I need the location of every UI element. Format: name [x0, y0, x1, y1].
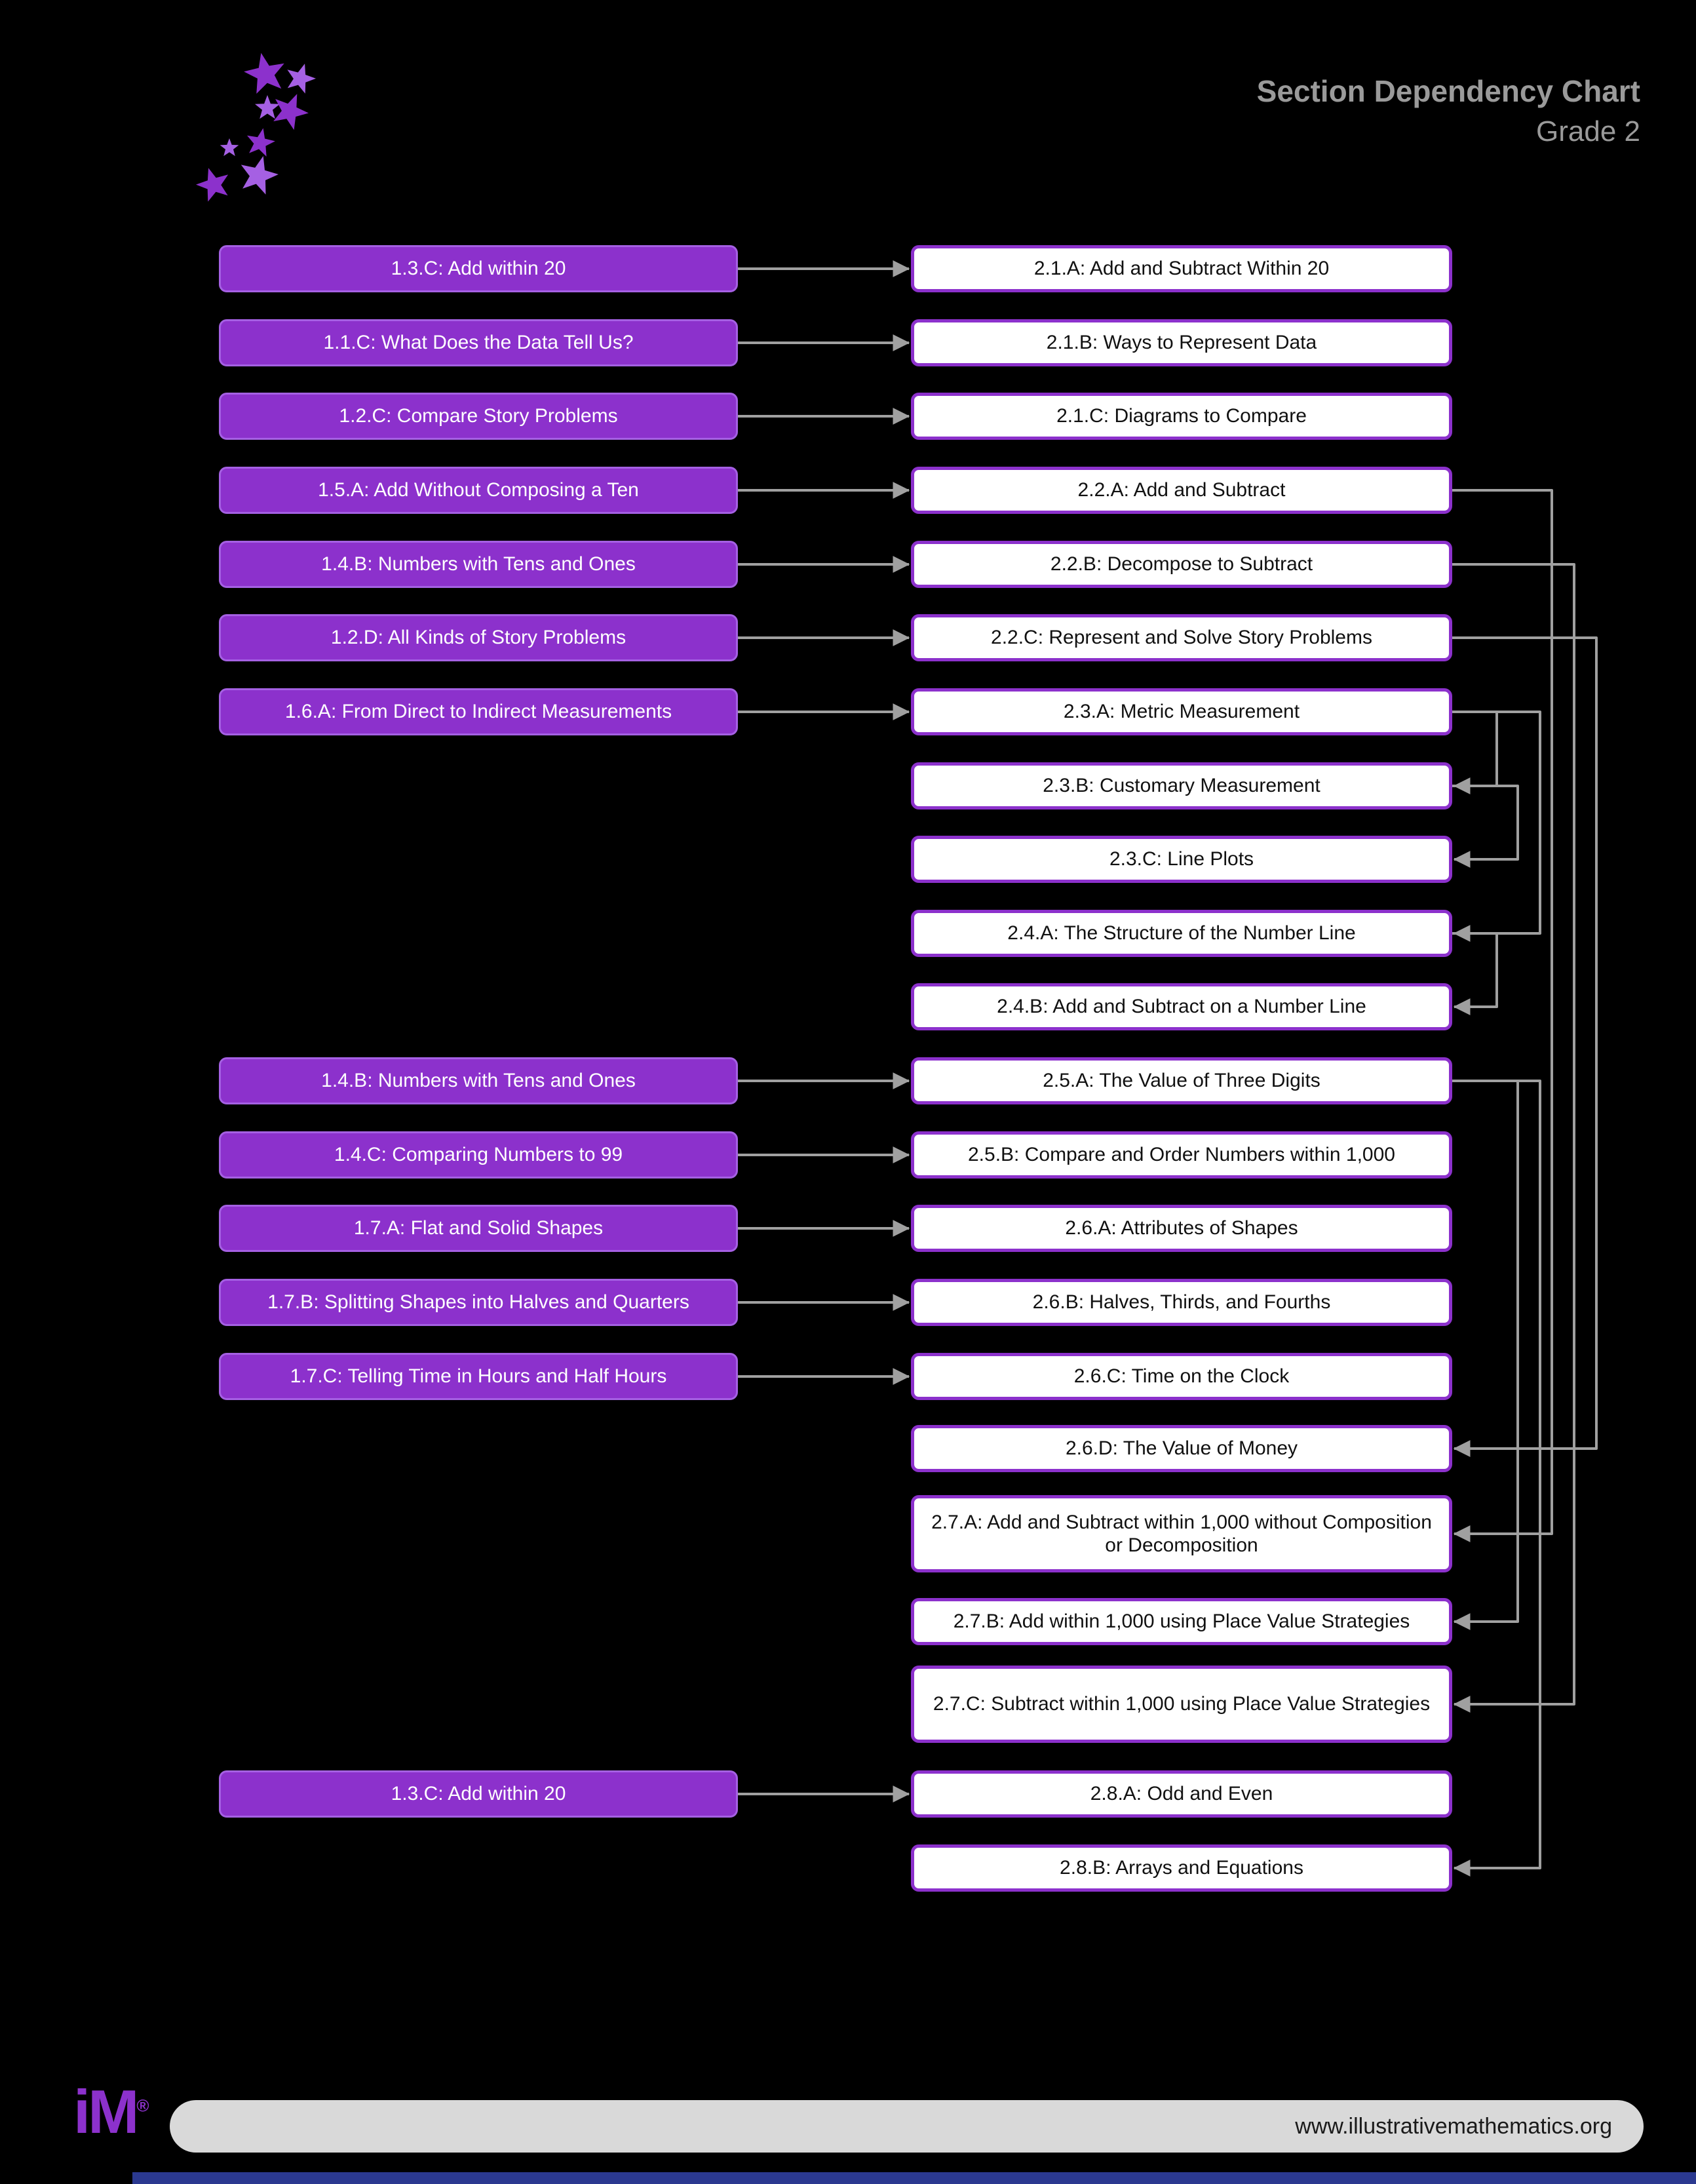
grade2-section-label: 2.6.A: Attributes of Shapes	[1065, 1217, 1298, 1239]
grade2-section-label: 2.6.B: Halves, Thirds, and Fourths	[1032, 1291, 1331, 1314]
grade2-section-2.3.B: 2.3.B: Customary Measurement	[911, 762, 1452, 809]
grade2-section-2.4.A: 2.4.A: The Structure of the Number Line	[911, 910, 1452, 957]
grade2-section-label: 2.7.A: Add and Subtract within 1,000 wit…	[931, 1511, 1432, 1556]
grade2-section-label: 2.6.D: The Value of Money	[1065, 1437, 1298, 1460]
grade2-section-2.6.C: 2.6.C: Time on the Clock	[911, 1353, 1452, 1400]
grade2-section-2.3.A: 2.3.A: Metric Measurement	[911, 688, 1452, 735]
grade2-section-2.6.A: 2.6.A: Attributes of Shapes	[911, 1205, 1452, 1252]
dependency-arrow-2.2.C-2.6.D	[1452, 636, 1598, 1457]
grade2-section-2.6.D: 2.6.D: The Value of Money	[911, 1425, 1452, 1472]
footer-bar: www.illustrativemathematics.org	[170, 2100, 1644, 2153]
grade1-section-box-2.6.C: 1.7.C: Telling Time in Hours and Half Ho…	[219, 1353, 738, 1400]
grade2-section-2.8.A: 2.8.A: Odd and Even	[911, 1770, 1452, 1818]
grade2-section-2.4.B: 2.4.B: Add and Subtract on a Number Line	[911, 983, 1452, 1030]
grade2-section-2.7.C: 2.7.C: Subtract within 1,000 using Place…	[911, 1666, 1452, 1743]
grade1-section-box-2.6.B: 1.7.B: Splitting Shapes into Halves and …	[219, 1279, 738, 1326]
star-icon	[241, 156, 279, 195]
grade2-section-2.1.A: 2.1.A: Add and Subtract Within 20	[911, 245, 1452, 292]
star-icon	[196, 168, 229, 202]
grade2-section-label: 2.1.B: Ways to Represent Data	[1046, 332, 1317, 354]
stars-logo	[196, 52, 316, 202]
grade2-section-2.2.C: 2.2.C: Represent and Solve Story Problem…	[911, 614, 1452, 661]
grade1-section-label: 1.5.A: Add Without Composing a Ten	[318, 479, 639, 501]
grade2-section-label: 2.1.A: Add and Subtract Within 20	[1033, 258, 1330, 280]
grade1-section-label: 1.4.B: Numbers with Tens and Ones	[321, 553, 636, 575]
star-icon	[273, 94, 309, 130]
grade2-section-label: 2.3.B: Customary Measurement	[1043, 775, 1320, 797]
grade2-section-label: 2.7.B: Add within 1,000 using Place Valu…	[953, 1610, 1410, 1633]
dependency-arrow-2.2.B-2.7.C	[1452, 563, 1575, 1713]
grade1-section-box-2.5.B: 1.4.C: Comparing Numbers to 99	[219, 1131, 738, 1179]
star-icon	[287, 64, 316, 94]
grade2-section-2.5.A: 2.5.A: The Value of Three Digits	[911, 1057, 1452, 1104]
grade1-section-box-2.8.A: 1.3.C: Add within 20	[219, 1770, 738, 1818]
grade1-section-label: 1.2.D: All Kinds of Story Problems	[330, 627, 626, 649]
grade2-section-2.1.C: 2.1.C: Diagrams to Compare	[911, 393, 1452, 440]
grade2-section-label: 2.2.B: Decompose to Subtract	[1050, 553, 1313, 575]
grade2-section-2.5.B: 2.5.B: Compare and Order Numbers within …	[911, 1131, 1452, 1179]
dependency-arrow-2.5.A-2.8.B	[1452, 1080, 1541, 1877]
grade1-section-box-2.1.A: 1.3.C: Add within 20	[219, 245, 738, 292]
grade1-section-label: 1.4.C: Comparing Numbers to 99	[334, 1144, 623, 1166]
grade1-section-label: 1.7.C: Telling Time in Hours and Half Ho…	[290, 1365, 667, 1388]
im-logo: iM®	[73, 2077, 149, 2147]
grade2-section-2.2.A: 2.2.A: Add and Subtract	[911, 467, 1452, 514]
footer-blue-strip	[132, 2172, 1696, 2184]
grade1-section-box-2.2.A: 1.5.A: Add Without Composing a Ten	[219, 467, 738, 514]
grade2-section-2.8.B: 2.8.B: Arrays and Equations	[911, 1844, 1452, 1892]
grade2-section-label: 2.6.C: Time on the Clock	[1073, 1365, 1290, 1388]
grade2-section-label: 2.4.A: The Structure of the Number Line	[1007, 922, 1356, 945]
grade1-section-label: 1.1.C: What Does the Data Tell Us?	[323, 332, 634, 354]
grade1-section-label: 1.7.B: Splitting Shapes into Halves and …	[267, 1291, 689, 1314]
grade2-section-label: 2.3.C: Line Plots	[1109, 848, 1254, 870]
grade1-section-label: 1.7.A: Flat and Solid Shapes	[353, 1217, 604, 1239]
grade1-section-label: 1.2.C: Compare Story Problems	[339, 405, 618, 427]
grade2-section-label: 2.3.A: Metric Measurement	[1063, 701, 1300, 723]
header: Section Dependency Chart Grade 2	[1257, 73, 1640, 148]
im-logo-text: iM	[73, 2077, 139, 2146]
grade1-section-label: 1.4.B: Numbers with Tens and Ones	[321, 1070, 636, 1092]
grade2-section-label: 2.7.C: Subtract within 1,000 using Place…	[933, 1693, 1431, 1715]
star-icon	[220, 138, 239, 157]
grade1-section-box-2.2.C: 1.2.D: All Kinds of Story Problems	[219, 614, 738, 661]
star-icon	[244, 52, 284, 94]
grade2-section-label: 2.2.A: Add and Subtract	[1077, 479, 1286, 501]
grade1-section-label: 1.3.C: Add within 20	[391, 1783, 566, 1805]
dependency-arrow-2.3.A-2.3.B	[1452, 711, 1498, 794]
grade2-section-label: 2.4.B: Add and Subtract on a Number Line	[997, 996, 1366, 1018]
grade2-section-2.6.B: 2.6.B: Halves, Thirds, and Fourths	[911, 1279, 1452, 1326]
grade1-section-box-2.1.C: 1.2.C: Compare Story Problems	[219, 393, 738, 440]
grade2-section-2.3.C: 2.3.C: Line Plots	[911, 836, 1452, 883]
star-icon	[247, 128, 275, 157]
grade2-section-label: 2.1.C: Diagrams to Compare	[1056, 405, 1307, 427]
dependency-arrow-2.3.B-2.3.C	[1452, 785, 1519, 868]
dependency-arrow-2.4.A-2.4.B	[1452, 932, 1498, 1015]
footer-url: www.illustrativemathematics.org	[1295, 2113, 1612, 2139]
page-subtitle: Grade 2	[1536, 115, 1640, 147]
dependency-arrow-2.5.A-2.7.B	[1452, 1080, 1519, 1630]
grade2-section-label: 2.8.B: Arrays and Equations	[1060, 1857, 1303, 1879]
grade2-section-2.2.B: 2.2.B: Decompose to Subtract	[911, 541, 1452, 588]
grade2-section-label: 2.5.A: The Value of Three Digits	[1043, 1070, 1320, 1092]
grade1-section-box-2.2.B: 1.4.B: Numbers with Tens and Ones	[219, 541, 738, 588]
grade2-section-label: 2.2.C: Represent and Solve Story Problem…	[991, 627, 1372, 649]
page-title: Section Dependency Chart	[1256, 74, 1640, 108]
grade1-section-box-2.1.B: 1.1.C: What Does the Data Tell Us?	[219, 319, 738, 366]
grade1-section-box-2.5.A: 1.4.B: Numbers with Tens and Ones	[219, 1057, 738, 1104]
grade1-section-box-2.3.A: 1.6.A: From Direct to Indirect Measureme…	[219, 688, 738, 735]
grade1-section-label: 1.6.A: From Direct to Indirect Measureme…	[284, 701, 672, 723]
grade1-section-label: 1.3.C: Add within 20	[391, 258, 566, 280]
grade1-section-box-2.6.A: 1.7.A: Flat and Solid Shapes	[219, 1205, 738, 1252]
registered-mark-icon: ®	[136, 2096, 149, 2116]
grade2-section-2.7.B: 2.7.B: Add within 1,000 using Place Valu…	[911, 1598, 1452, 1645]
star-icon	[255, 95, 280, 119]
grade2-section-label: 2.8.A: Odd and Even	[1090, 1783, 1273, 1805]
grade2-section-2.1.B: 2.1.B: Ways to Represent Data	[911, 319, 1452, 366]
dependency-arrow-2.2.A-2.7.A	[1452, 489, 1553, 1542]
grade2-section-2.7.A: 2.7.A: Add and Subtract within 1,000 wit…	[911, 1495, 1452, 1572]
grade2-section-label: 2.5.B: Compare and Order Numbers within …	[968, 1144, 1395, 1166]
